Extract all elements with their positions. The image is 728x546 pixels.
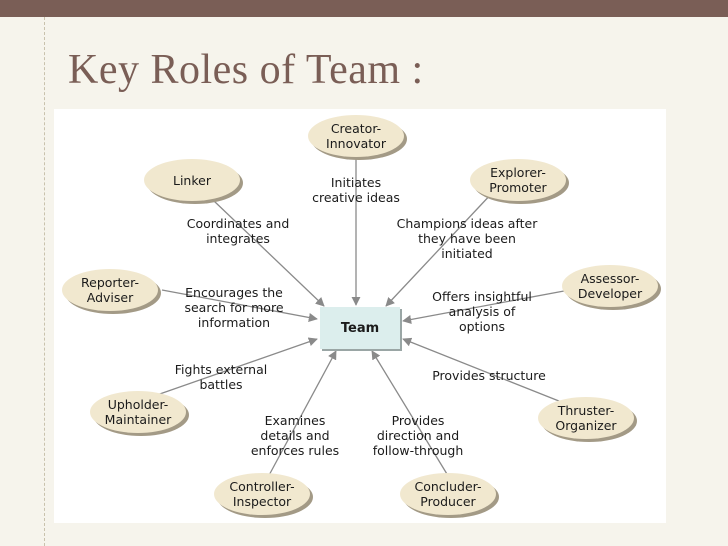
role-line: Organizer [555,418,617,433]
role-explorer-promoter: Explorer- Promoter [470,159,566,201]
role-line: Explorer- [490,165,546,180]
desc-fights: Fights external battles [166,362,276,392]
role-line: Upholder- [107,397,169,412]
arrow-reporter [161,289,318,322]
role-line: Developer [577,286,643,301]
desc-line: options [458,319,506,334]
role-assessor-developer: Assessor- Developer [562,265,658,307]
desc-line: details and [260,428,330,443]
arrow-upholder [153,337,318,397]
role-linker: Linker [144,159,240,201]
role-concluder-producer: Concluder- Producer [400,473,496,515]
role-line: Innovator [326,136,386,151]
arrow-assessor [402,290,565,324]
role-creator-innovator: Creator- Innovator [308,115,404,157]
role-reporter-adviser: Reporter- Adviser [62,269,158,311]
desc-line: Offers insightful [432,289,532,304]
role-line: Producer [420,494,476,509]
desc-line: Initiates [330,175,382,190]
arrow-explorer [385,190,495,307]
desc-line: Examines [264,413,326,428]
desc-line: Coordinates and [186,216,290,231]
desc-line: creative ideas [312,190,400,205]
desc-coordinates: Coordinates and integrates [182,216,294,246]
team-box: Team [320,307,400,349]
role-line: Linker [173,172,211,188]
role-line: Concluder- [414,479,482,494]
desc-line: enforces rules [250,443,340,458]
role-line: Adviser [86,290,134,305]
role-line: Thruster- [557,403,615,418]
desc-structure: Provides structure [424,368,554,383]
desc-champions: Champions ideas after they have been ini… [392,216,542,261]
role-line: Controller- [229,479,295,494]
desc-line: Provides [391,413,445,428]
arrow-controller [266,350,337,480]
role-controller-inspector: Controller- Inspector [214,473,310,515]
desc-line: battles [199,377,243,392]
role-line: Reporter- [81,275,139,290]
desc-direction: Provides direction and follow-through [362,413,474,458]
desc-offers: Offers insightful analysis of options [422,289,542,334]
desc-line: Provides structure [432,368,546,383]
desc-line: integrates [206,231,270,246]
desc-line: Fights external [174,362,268,377]
desc-encourages: Encourages the search for more informati… [174,285,294,330]
arrow-layer [153,157,575,480]
role-line: Maintainer [104,412,172,427]
desc-line: they have been [418,231,516,246]
role-line: Inspector [232,494,292,509]
arrow-concluder [371,350,451,480]
desc-line: analysis of [448,304,516,319]
desc-initiates: Initiates creative ideas [304,175,408,205]
page-title: Key Roles of Team : [68,47,424,93]
diagram-panel: Creator- Innovator Linker Explorer- Prom… [54,109,666,523]
role-line: Creator- [330,121,382,136]
role-line: Assessor- [580,271,640,286]
desc-line: Encourages the [185,285,283,300]
desc-line: search for more [184,300,284,315]
role-thruster-organizer: Thruster- Organizer [538,397,634,439]
role-upholder-maintainer: Upholder- Maintainer [90,391,186,433]
left-rule [44,17,45,546]
desc-line: direction and [376,428,460,443]
role-line: Promoter [489,180,547,195]
desc-line: Champions ideas after [396,216,538,231]
top-bar [0,0,728,17]
desc-line: initiated [441,246,493,261]
arrow-linker [213,200,325,307]
arrow-thruster [402,337,575,408]
desc-line: information [197,315,271,330]
desc-line: follow-through [372,443,464,458]
desc-examines: Examines details and enforces rules [240,413,350,458]
